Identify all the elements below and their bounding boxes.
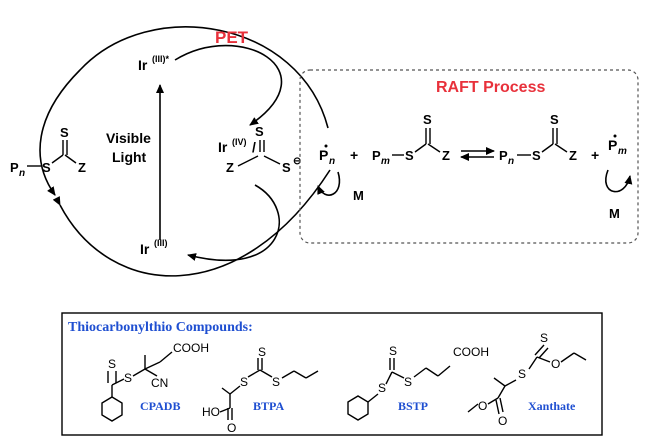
xanthate-structure: S S O O O bbox=[467, 331, 587, 428]
svg-text:S: S bbox=[240, 375, 248, 389]
xanthate-name: Xanthate bbox=[528, 399, 576, 413]
pet-label: PET bbox=[215, 28, 249, 47]
cta-pm: P m S S Z bbox=[372, 112, 450, 167]
svg-text:Z: Z bbox=[569, 148, 577, 163]
cpadb-name: CPADB bbox=[140, 399, 180, 413]
svg-text:S: S bbox=[550, 112, 559, 127]
svg-text:S: S bbox=[108, 357, 116, 371]
svg-text:COOH: COOH bbox=[173, 341, 209, 355]
svg-text:Ir: Ir bbox=[138, 57, 148, 73]
svg-text:(III)*: (III)* bbox=[152, 54, 169, 64]
cta-dormant-left: P n S S Z bbox=[10, 125, 86, 179]
bstp-structure: S S S COOH bbox=[347, 344, 489, 421]
svg-text:n: n bbox=[329, 156, 335, 167]
svg-text:COOH: COOH bbox=[453, 345, 489, 359]
svg-text:S: S bbox=[282, 160, 291, 175]
svg-text:S: S bbox=[255, 124, 264, 139]
svg-text:/: / bbox=[252, 139, 256, 155]
return-arc bbox=[187, 184, 280, 262]
visible-label: Visible bbox=[106, 130, 151, 146]
plus-sign-2: + bbox=[591, 147, 599, 163]
equilibrium-arrows bbox=[460, 147, 495, 161]
svg-text:O: O bbox=[498, 414, 507, 428]
btpa-name: BTPA bbox=[253, 399, 284, 413]
svg-text:Z: Z bbox=[226, 160, 234, 175]
svg-text:(III): (III) bbox=[154, 238, 168, 248]
svg-text:S: S bbox=[540, 331, 548, 345]
catalytic-cycle-outer-arc bbox=[39, 26, 329, 196]
svg-text:Ir: Ir bbox=[218, 139, 228, 155]
svg-text:Z: Z bbox=[442, 148, 450, 163]
svg-text:Ir: Ir bbox=[140, 241, 150, 257]
raft-process-box bbox=[299, 69, 639, 244]
bstp-name: BSTP bbox=[398, 399, 428, 413]
light-label: Light bbox=[112, 149, 147, 165]
svg-text:HO: HO bbox=[202, 405, 220, 419]
pm-radical: P m M bbox=[605, 134, 633, 221]
svg-text:S: S bbox=[404, 375, 412, 389]
svg-text:S: S bbox=[124, 371, 132, 385]
svg-text:S: S bbox=[518, 367, 526, 381]
monomer-right: M bbox=[609, 206, 620, 221]
svg-text:O: O bbox=[551, 357, 560, 371]
svg-text:S: S bbox=[60, 125, 69, 140]
ir-oxidized: Ir (IV) / bbox=[218, 137, 256, 155]
btpa-structure: S S S HO O bbox=[202, 345, 319, 435]
svg-text:P: P bbox=[608, 137, 617, 153]
svg-text:P: P bbox=[499, 148, 508, 163]
monomer-left: M bbox=[353, 188, 364, 203]
svg-text:CN: CN bbox=[151, 376, 168, 390]
ir-ground: Ir (III) bbox=[140, 238, 168, 257]
svg-text:S: S bbox=[532, 148, 541, 163]
compounds-panel bbox=[61, 312, 603, 436]
catalytic-cycle-lower-arc bbox=[52, 169, 331, 277]
svg-text:P: P bbox=[319, 147, 328, 163]
pn-radical: P n M bbox=[317, 144, 364, 203]
cta-pn: P n S S Z bbox=[499, 112, 577, 167]
svg-text:S: S bbox=[258, 345, 266, 359]
svg-text:m: m bbox=[618, 146, 627, 157]
svg-text:O: O bbox=[478, 399, 487, 413]
compounds-title: Thiocarbonylthio Compounds: bbox=[68, 320, 253, 335]
cpadb-structure: S S COOH CN bbox=[101, 341, 209, 422]
svg-text:S: S bbox=[272, 375, 280, 389]
svg-text:n: n bbox=[19, 168, 25, 179]
thiocarbonyl-anion: S Z S ⊖ bbox=[226, 124, 301, 175]
svg-text:S: S bbox=[405, 148, 414, 163]
svg-text:S: S bbox=[423, 112, 432, 127]
svg-text:P: P bbox=[372, 148, 381, 163]
pet-arc bbox=[174, 44, 283, 126]
plus-sign: + bbox=[350, 147, 358, 163]
svg-text:m: m bbox=[381, 156, 390, 167]
svg-text:S: S bbox=[389, 344, 397, 358]
raft-title: RAFT Process bbox=[436, 79, 545, 96]
svg-text:O: O bbox=[227, 421, 236, 435]
svg-text:P: P bbox=[10, 160, 19, 175]
svg-text:(IV): (IV) bbox=[232, 137, 247, 147]
svg-text:S: S bbox=[378, 381, 386, 395]
ir-excited: Ir (III)* bbox=[138, 54, 169, 73]
svg-text:S: S bbox=[42, 160, 51, 175]
svg-text:⊖: ⊖ bbox=[293, 156, 301, 167]
svg-text:n: n bbox=[508, 156, 514, 167]
svg-text:Z: Z bbox=[78, 160, 86, 175]
